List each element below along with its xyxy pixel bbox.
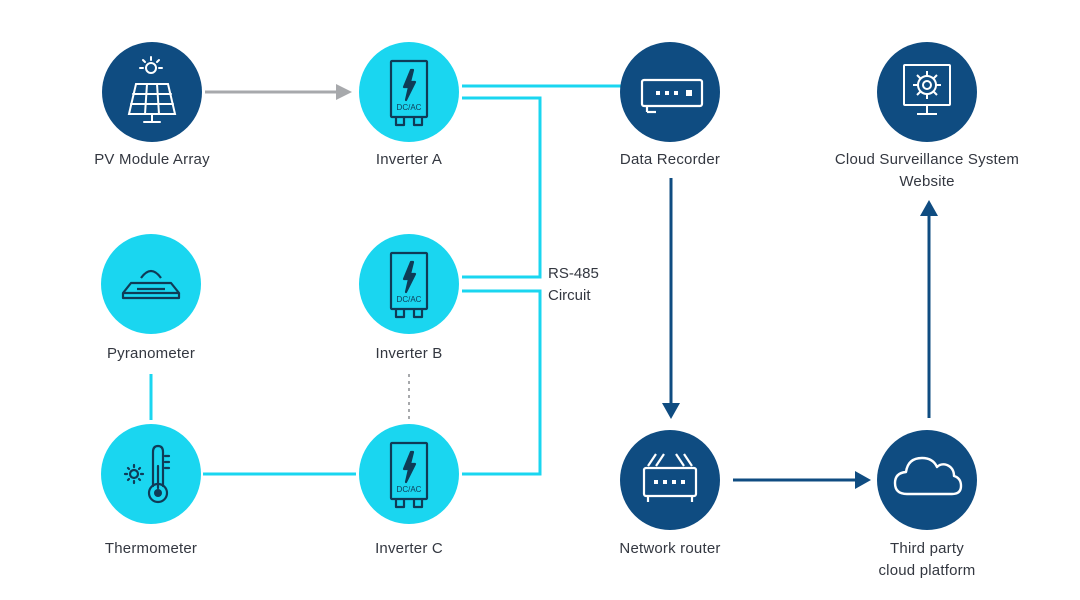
monitor-gear-icon (903, 64, 951, 115)
inverter-icon (389, 59, 429, 127)
thermometer-icon (123, 444, 171, 504)
cloud-surveillance-node (877, 42, 977, 142)
inverter-b-badge: DC/AC (396, 295, 422, 304)
thermometer-label: Thermometer (104, 540, 198, 557)
rs485-label-line2: Circuit (548, 287, 591, 304)
pv-array-label: PV Module Array (94, 151, 210, 168)
cloud-surveillance-label-line2: Website (899, 173, 955, 190)
cloud-platform-node (877, 430, 977, 530)
inverter-c-label: Inverter C (375, 540, 443, 557)
rs485-bus (462, 84, 622, 476)
inverter-b-label: Inverter B (375, 345, 443, 362)
inverter-b-node (359, 234, 459, 334)
inverter-c-badge: DC/AC (396, 485, 422, 494)
inverter-a-node (359, 42, 459, 142)
arrow-platform-to-surveillance (920, 200, 938, 418)
rs485-label-line1: RS-485 (548, 265, 599, 282)
arrow-pv-to-inverter-a (205, 84, 352, 100)
network-router-node (620, 430, 720, 530)
inverter-a-badge: DC/AC (396, 103, 422, 112)
solar-panel-icon (127, 56, 177, 123)
pv-array-node (102, 42, 202, 142)
data-recorder-label: Data Recorder (619, 151, 721, 168)
network-router-label: Network router (619, 540, 721, 557)
cloud-platform-label-line1: Third party (890, 540, 964, 557)
arrow-recorder-to-router (662, 178, 680, 419)
data-recorder-icon (640, 78, 704, 114)
inverter-c-node (359, 424, 459, 524)
pyranometer-node (101, 234, 201, 334)
inverter-icon (389, 251, 429, 319)
pyranometer-label: Pyranometer (106, 345, 196, 362)
router-icon (642, 453, 698, 502)
inverter-a-label: Inverter A (375, 151, 443, 168)
thermometer-node (101, 424, 201, 524)
cloud-surveillance-label-line1: Cloud Surveillance System (834, 151, 1020, 168)
data-recorder-node (620, 42, 720, 142)
inverter-icon (389, 441, 429, 509)
cloud-icon (893, 456, 963, 496)
arrow-router-to-cloud-platform (733, 471, 871, 489)
cloud-platform-label-line2: cloud platform (878, 562, 976, 579)
pyranometer-icon (121, 269, 181, 300)
